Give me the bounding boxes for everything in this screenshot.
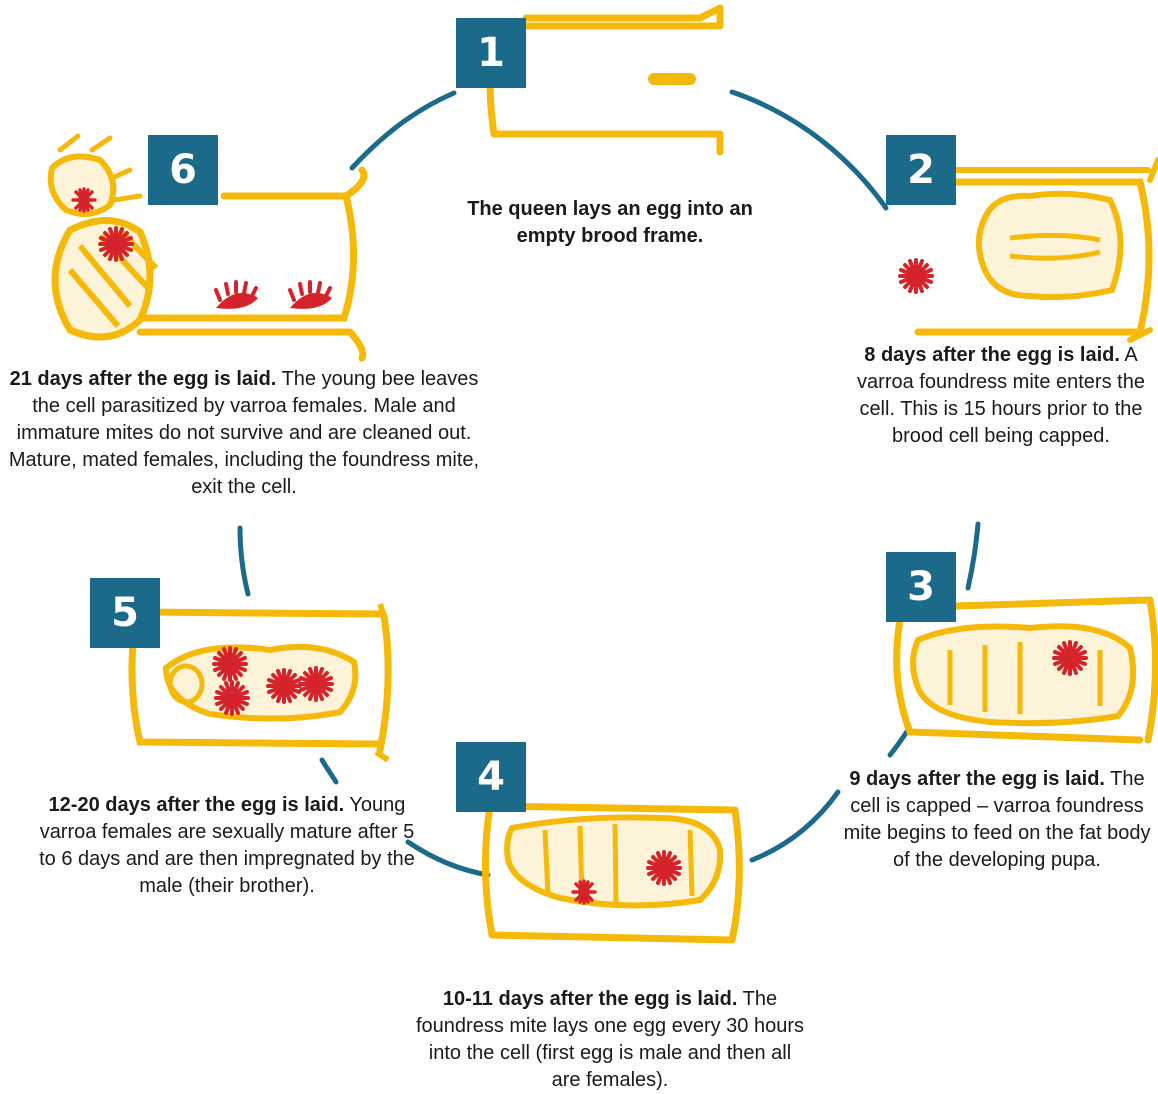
step-badge-3: 3 — [886, 552, 956, 622]
step-2-caption-title: 8 days after the egg is laid. — [864, 344, 1120, 366]
step-3-caption: 9 days after the egg is laid. The cell i… — [840, 766, 1154, 874]
connector-3-tail — [890, 730, 908, 755]
connector-6-5 — [240, 528, 248, 594]
step-6-caption-title: 21 days after the egg is laid. — [10, 368, 277, 390]
step-3-caption-title: 9 days after the egg is laid. — [849, 768, 1105, 790]
stage-5-cell-icon — [132, 604, 388, 760]
connector-4-5 — [408, 842, 488, 875]
step-4-caption: 10-11 days after the egg is laid. The fo… — [412, 986, 808, 1094]
step-5-caption: 12-20 days after the egg is laid. Young … — [36, 792, 418, 900]
step-badge-1: 1 — [456, 18, 526, 88]
step-5-caption-title: 12-20 days after the egg is laid. — [49, 794, 345, 816]
connector-2-3 — [968, 524, 978, 588]
step-1-caption-title: The queen lays an egg into an empty broo… — [467, 198, 753, 247]
connector-3-4 — [752, 792, 838, 860]
stage-4-cell-icon — [485, 806, 739, 940]
step-4-caption-title: 10-11 days after the egg is laid. — [443, 988, 738, 1010]
connector-6-1 — [352, 93, 454, 168]
step-badge-5: 5 — [90, 578, 160, 648]
connector-1-2 — [732, 92, 886, 208]
step-1-caption: The queen lays an egg into an empty broo… — [450, 196, 770, 250]
step-badge-4: 4 — [456, 742, 526, 812]
step-badge-2: 2 — [886, 135, 956, 205]
step-badge-6: 6 — [148, 135, 218, 205]
step-6-caption: 21 days after the egg is laid. The young… — [6, 366, 482, 501]
connector-5-5b — [322, 760, 336, 782]
step-2-caption: 8 days after the egg is laid. A varroa f… — [848, 342, 1154, 450]
